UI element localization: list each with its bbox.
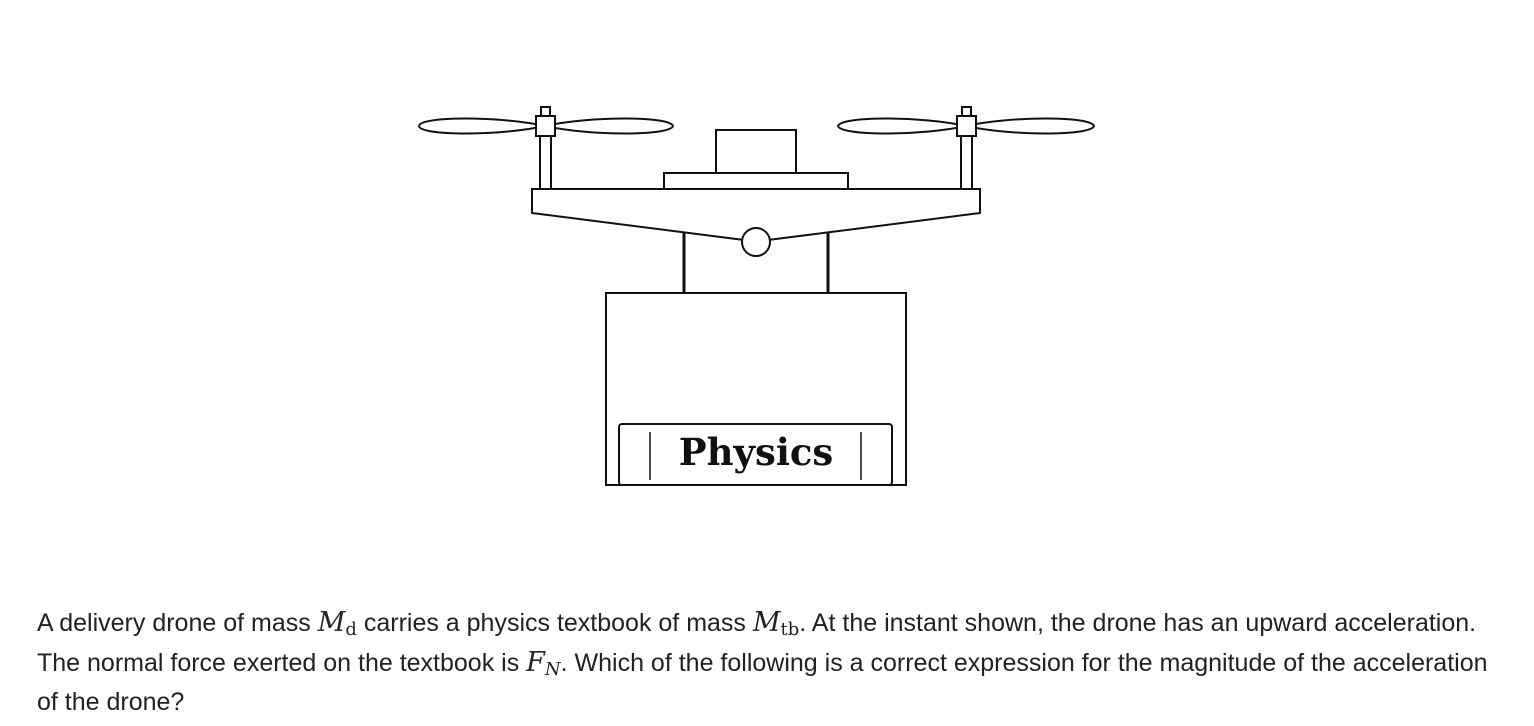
symbol-drone-mass-base: M (317, 607, 346, 638)
symbol-drone-mass-sub: d (345, 619, 357, 640)
drone-top-plate (663, 172, 849, 190)
symbol-textbook-mass: Mtb (752, 607, 800, 640)
right-propeller (836, 106, 1096, 197)
symbol-textbook-mass-sub: tb (780, 619, 800, 640)
symbol-normal-force: FN (526, 647, 561, 680)
question-part-4: . Which of the following is a correct ex… (37, 649, 1488, 716)
drone-hub (741, 227, 771, 257)
textbook-label: Physics (679, 430, 833, 474)
left-propeller (417, 106, 675, 197)
question-part-2: carries a physics textbook of mass (356, 609, 753, 637)
symbol-normal-force-sub: N (544, 659, 561, 680)
drone-top-box (715, 129, 797, 174)
symbol-normal-force-base: F (526, 647, 545, 678)
question-text: A delivery drone of mass Md carries a ph… (37, 603, 1507, 722)
question-part-1: A delivery drone of mass (37, 609, 318, 637)
drone-figure: Physics (417, 106, 1096, 486)
symbol-drone-mass: Md (317, 607, 357, 640)
textbook (618, 423, 893, 486)
question-part-3: . At the instant shown, the drone has an… (37, 609, 1477, 677)
symbol-textbook-mass-base: M (752, 607, 781, 638)
